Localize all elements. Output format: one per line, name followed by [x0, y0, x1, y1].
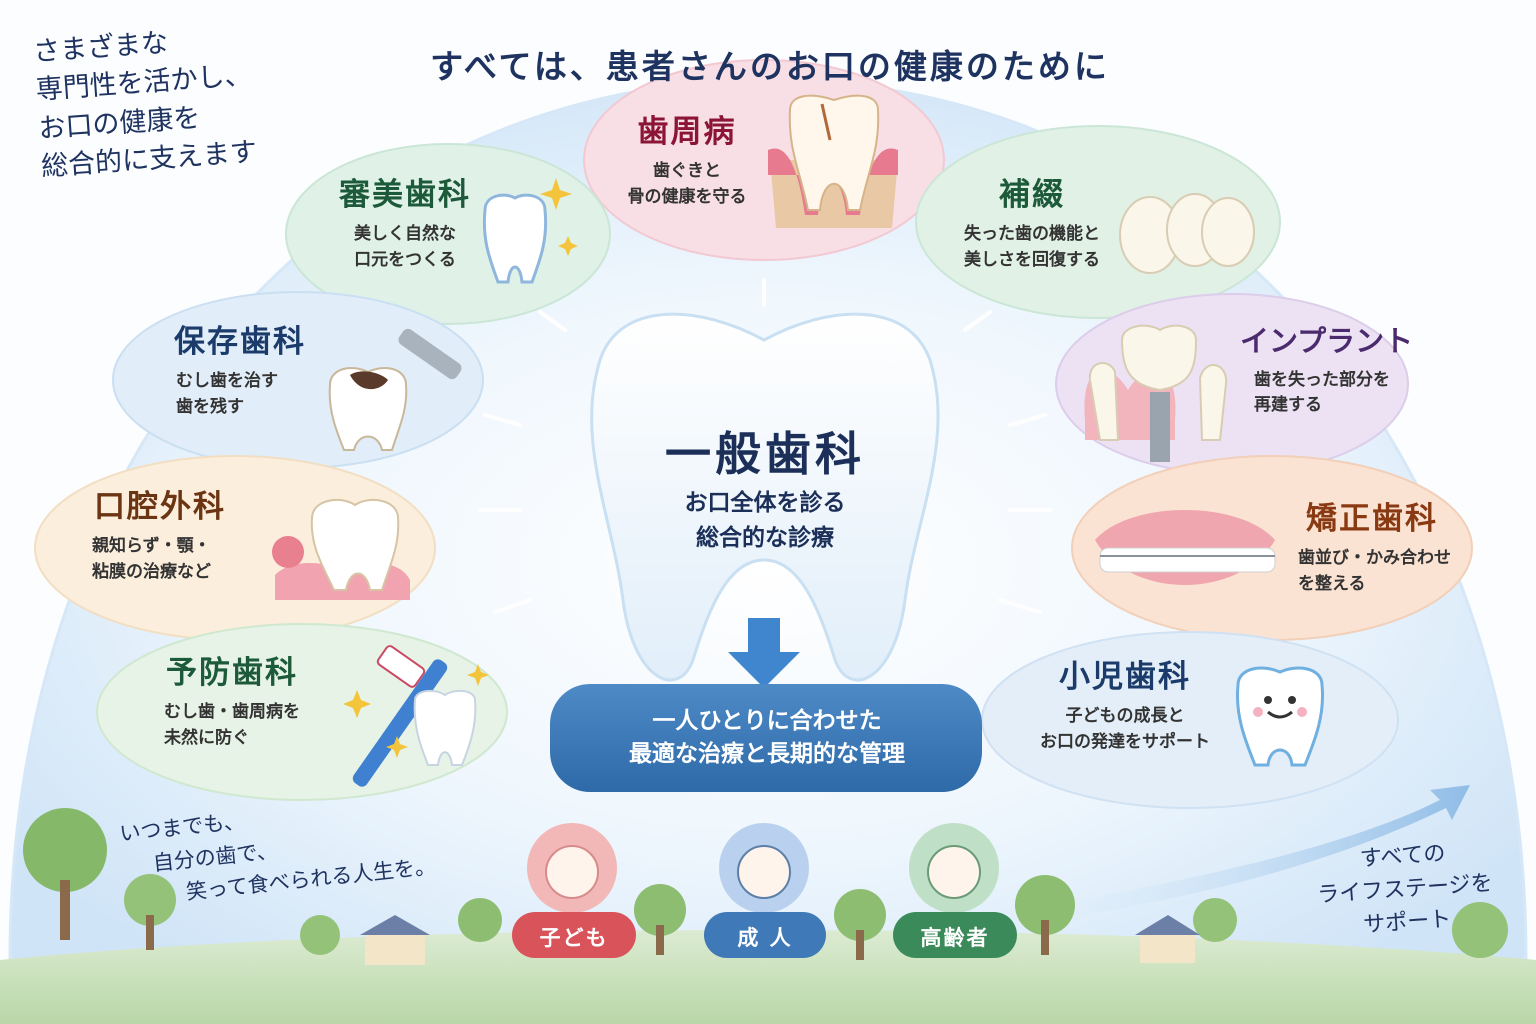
department-title: 予防歯科: [166, 655, 298, 691]
bubble-prosth: [915, 125, 1281, 319]
implant-icon: [1084, 324, 1228, 462]
center-desc-line: お口全体を診る: [684, 490, 846, 516]
central-tooth-icon: [590, 312, 940, 682]
sparkle-icon: [467, 664, 489, 686]
department-desc: 失った歯の機能と美しさを回復する: [964, 224, 1100, 270]
department-title: 保存歯科: [174, 324, 306, 360]
center-title: 一般歯科: [665, 427, 865, 481]
life-stage-pill-child: [512, 912, 636, 958]
rays: [478, 278, 1052, 614]
dental-bridge-icon: [1119, 193, 1255, 274]
department-title: 小児歯科: [1059, 659, 1191, 695]
department-title: 矯正歯科: [1306, 501, 1438, 537]
house-decoration: [360, 915, 1200, 965]
dental-drill-icon: [328, 328, 462, 451]
department-desc: 歯を失った部分を再建する: [1254, 369, 1390, 416]
smiling-tooth-icon: [1235, 666, 1325, 767]
department-desc: 歯並び・かみ合わせを整える: [1298, 548, 1451, 594]
wisdom-tooth-icon: [272, 498, 410, 600]
life-stage-label-senior: 高齢者: [920, 926, 990, 950]
life-stage-label-child: 子ども: [539, 926, 609, 950]
department-desc: 親知らず・顎・粘膜の治療など: [92, 536, 211, 582]
department-desc: 歯ぐきと骨の健康を守る: [627, 161, 747, 207]
tree-decoration: [23, 808, 1508, 960]
perio-tooth-icon: [768, 94, 898, 228]
department-desc: 美しく自然な口元をつくる: [354, 224, 456, 270]
department-title: 補綴: [999, 177, 1065, 213]
life-stage-label-adult: 成 人: [737, 926, 793, 950]
department-title: 口腔外科: [94, 489, 226, 525]
department-title: 審美歯科: [339, 177, 471, 213]
department-title: インプラント: [1240, 324, 1414, 358]
banner-line: 最適な治療と長期的な管理: [629, 741, 905, 768]
department-implant: インプラント 歯を失った部分を再建する: [1240, 324, 1415, 419]
sparkle-icon: [386, 736, 408, 758]
adult-face: [737, 845, 791, 899]
banner-line: 一人ひとりに合わせた: [652, 708, 882, 734]
tagline: さまざまな 専門性を活かし、 お口の健康を 総合的に支えます: [32, 13, 342, 187]
department-perio: 歯周病 歯ぐきと骨の健康を守る: [612, 115, 762, 210]
department-ortho: 矯正歯科 歯並び・かみ合わせを整える: [1290, 502, 1480, 597]
down-arrow-icon: [728, 618, 800, 688]
page-title: すべては、患者さんのお口の健康のために: [430, 47, 1110, 86]
sparkling-tooth-icon: [482, 178, 578, 284]
banner-text: 一人ひとりに合わせた 最適な治療と長期的な管理: [560, 705, 974, 772]
department-title: 歯周病: [637, 114, 737, 150]
department-pediatric: 小児歯科 子どもの成長とお口の発達をサポート: [1020, 660, 1230, 755]
child-face: [545, 845, 599, 899]
center-desc: お口全体を診る 総合的な診療: [600, 486, 930, 555]
department-conserv: 保存歯科 むし歯を治す歯を残す: [160, 325, 330, 420]
clean-tooth-icon: [413, 689, 477, 766]
sparkle-icon: [343, 690, 371, 718]
department-oral-surgery: 口腔外科 親知らず・顎・粘膜の治療など: [80, 490, 270, 585]
center-desc-line: 総合的な診療: [696, 524, 834, 551]
braces-icon: [1095, 510, 1276, 585]
life-stage-pill-senior: [893, 912, 1017, 958]
support-message: すべての ライフステージを サポート: [1297, 833, 1513, 946]
life-stage-pill-adult: [704, 912, 826, 958]
department-desc: 子どもの成長とお口の発達をサポート: [1040, 706, 1210, 752]
department-prosth: 補綴 失った歯の機能と美しさを回復する: [942, 178, 1122, 273]
management-banner: [550, 684, 982, 792]
senior-face: [927, 845, 981, 899]
swoosh-arrow: [1080, 785, 1470, 915]
department-desc: むし歯を治す歯を残す: [176, 371, 278, 417]
department-preventive: 予防歯科 むし歯・歯周病を未然に防ぐ: [150, 656, 330, 751]
department-desc: むし歯・歯周病を未然に防ぐ: [164, 702, 300, 748]
department-aesthetic: 審美歯科 美しく自然な口元をつくる: [330, 178, 480, 273]
